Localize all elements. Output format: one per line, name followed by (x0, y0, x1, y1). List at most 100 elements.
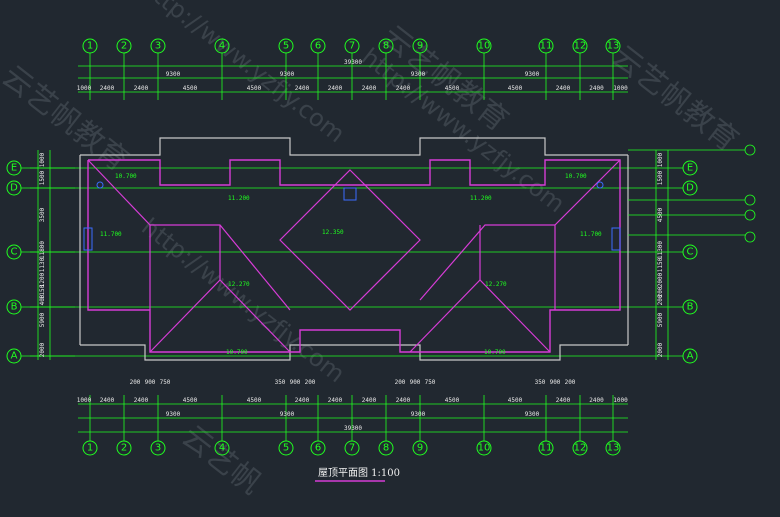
svg-text:12: 12 (574, 443, 587, 454)
dim-label: 350 (275, 379, 286, 386)
dim-label: 200 (657, 294, 664, 305)
dim-label: 900 (145, 379, 156, 386)
axis-bubble-C: C (6, 244, 22, 260)
svg-text:6: 6 (315, 41, 321, 52)
axis-bubble-D: D (6, 180, 22, 196)
axis-bubble-3: 3 (150, 38, 166, 54)
axis-bubble-B: B (682, 299, 698, 315)
svg-text:11: 11 (540, 41, 553, 52)
svg-text:4: 4 (219, 443, 225, 454)
svg-text:13: 13 (607, 443, 620, 454)
dim-label: 1130 (39, 257, 46, 272)
svg-text:E: E (687, 163, 693, 174)
axis-bubble-11: 11 (538, 38, 554, 54)
axis-bubble-12: 12 (572, 38, 588, 54)
dim-label: 9300 (166, 411, 181, 418)
dim-label: 2400 (134, 397, 149, 404)
dim-label: 4500 (508, 85, 523, 92)
axis-bubble-5: 5 (278, 38, 294, 54)
dim-label: 750 (425, 379, 436, 386)
dim-label: 900 (550, 379, 561, 386)
watermark-text: http://www.yzfjy.com (356, 43, 570, 219)
svg-text:3: 3 (155, 41, 161, 52)
watermark-text: 云艺帆教育 (605, 39, 745, 159)
svg-text:B: B (11, 302, 18, 313)
axis-bubble-2: 2 (116, 440, 132, 456)
axis-bubble-13: 13 (605, 38, 621, 54)
dim-label: 750 (160, 379, 171, 386)
dim-label: 1150 (657, 257, 664, 272)
svg-text:8: 8 (383, 443, 389, 454)
svg-text:12: 12 (574, 41, 587, 52)
axis-bubble-1: 1 (82, 440, 98, 456)
svg-text:D: D (10, 183, 18, 194)
elevation-label: 10.700 (484, 349, 506, 356)
dim-label: 2400 (362, 397, 377, 404)
axis-bubble-12: 12 (572, 440, 588, 456)
elevation-label: 11.700 (580, 231, 602, 238)
axis-bubble-6: 6 (310, 440, 326, 456)
dim-label: 4500 (508, 397, 523, 404)
dim-label: 2400 (100, 85, 115, 92)
dim-label: 5900 (657, 312, 664, 327)
watermarks: 云艺帆教育 http://www.yzfjy.com 云艺帆教育 http://… (0, 0, 745, 502)
dim-label: 400 (39, 294, 46, 305)
roof-outline (87, 159, 621, 353)
dim-label: 200 (130, 379, 141, 386)
elevation-label: 12.270 (228, 281, 250, 288)
svg-text:10: 10 (478, 443, 491, 454)
axis-bubble-13: 13 (605, 440, 621, 456)
dim-label: 1000 (613, 397, 628, 404)
svg-text:B: B (687, 302, 694, 313)
axis-bubble-E: E (6, 160, 22, 176)
svg-text:4: 4 (219, 41, 225, 52)
dimension-lines (37, 65, 669, 433)
dim-label: 9300 (525, 411, 540, 418)
axis-bubble-7: 7 (344, 38, 360, 54)
dim-label: 900 (290, 379, 301, 386)
elevation-label: 12.350 (322, 229, 344, 236)
svg-text:7: 7 (349, 443, 355, 454)
dim-label: 200 (305, 379, 316, 386)
dim-label: 5900 (39, 312, 46, 327)
elevation-label: 10.700 (565, 173, 587, 180)
svg-text:E: E (11, 163, 17, 174)
axis-bubble-A: A (682, 348, 698, 364)
dim-label: 2400 (396, 85, 411, 92)
dim-label: 9300 (280, 411, 295, 418)
elevation-label: 11.200 (470, 195, 492, 202)
drains-and-vents (83, 181, 621, 251)
dim-label: 1500 (39, 170, 46, 185)
dim-label: 2400 (556, 397, 571, 404)
dim-label: 9300 (280, 71, 295, 78)
axis-bubble-2: 2 (116, 38, 132, 54)
dim-label: 1200 (39, 272, 46, 287)
dim-label: 1000 (613, 85, 628, 92)
axis-bubble-10: 10 (476, 38, 492, 54)
svg-text:5: 5 (283, 41, 289, 52)
svg-text:A: A (11, 351, 18, 362)
dim-label: 11800 (39, 241, 46, 259)
axis-bubble-9: 9 (412, 440, 428, 456)
dim-label: 11300 (657, 241, 664, 259)
svg-text:2: 2 (121, 443, 127, 454)
dim-label: 9300 (525, 71, 540, 78)
overall-dim-top: 39300 (344, 59, 362, 66)
svg-text:C: C (687, 247, 694, 258)
dim-label: 9300 (166, 71, 181, 78)
dim-label: 2400 (589, 397, 604, 404)
dim-label: 2400 (295, 397, 310, 404)
dim-label: 1000 (39, 152, 46, 167)
dim-label: 4500 (445, 85, 460, 92)
dim-label: 2400 (295, 85, 310, 92)
dim-label: 1150 (39, 284, 46, 299)
dim-label: 4500 (247, 397, 262, 404)
dim-label: 2000 (39, 342, 46, 357)
svg-text:1: 1 (87, 41, 93, 52)
